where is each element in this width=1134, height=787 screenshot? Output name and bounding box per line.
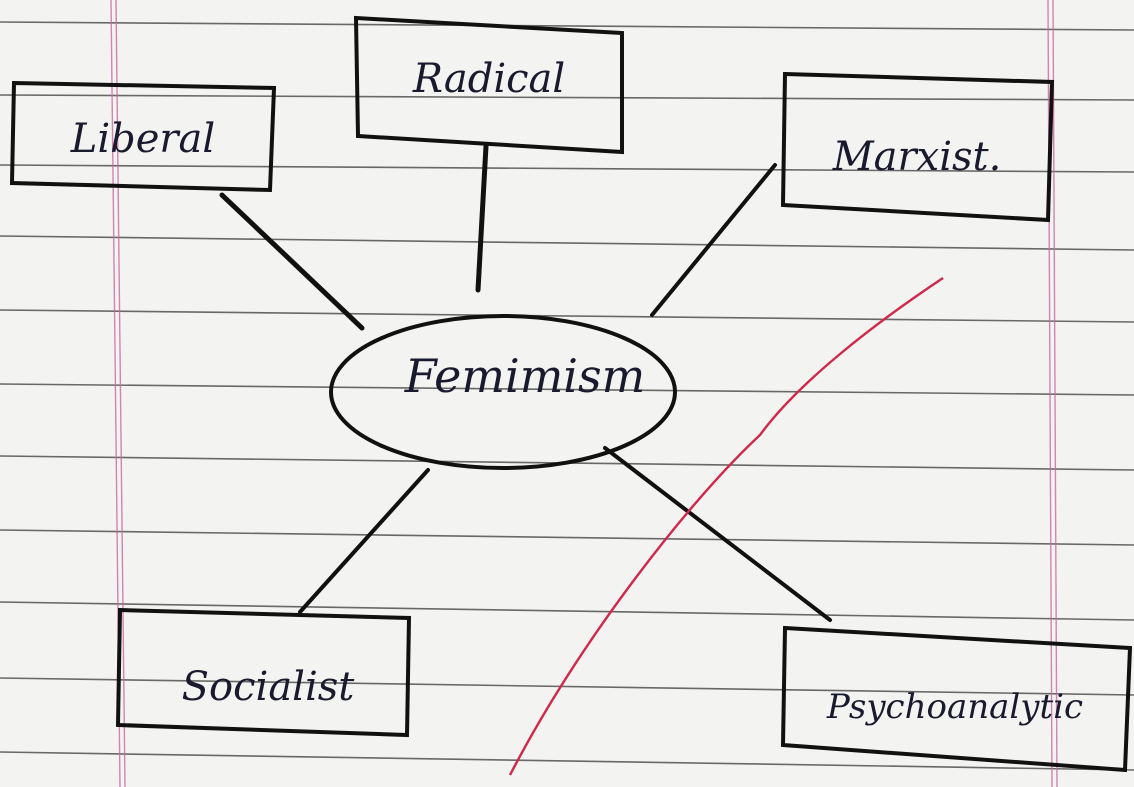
center-node: [329, 314, 677, 470]
branch-box-liberal: [9, 80, 277, 193]
branch-label-socialist: Socialist: [182, 664, 356, 710]
branch-box-psychoanalytic: [780, 625, 1133, 773]
branch-label-liberal: Liberal: [70, 116, 215, 162]
red-check-mark: [508, 277, 944, 776]
branch-label-psychoanalytic: Psychoanalytic: [826, 687, 1083, 727]
branch-nodes: [9, 15, 1133, 773]
branch-label-radical: Radical: [412, 56, 565, 102]
center-label: Femimism: [404, 349, 646, 403]
branch-box-marxist: [780, 71, 1055, 223]
ruled-lines: [0, 21, 1134, 771]
branch-box-socialist: [115, 607, 412, 738]
connector-psychoanalytic: [603, 446, 832, 622]
branch-label-marxist: Marxist.: [832, 134, 1002, 180]
connector-radical: [475, 143, 489, 293]
branch-box-radical: [353, 15, 624, 155]
connector-lines: [219, 143, 832, 622]
connector-liberal: [219, 192, 365, 331]
diagram-labels: Femimism Liberal Radical Marxist. Social…: [70, 56, 1083, 727]
connector-socialist: [298, 468, 430, 614]
connector-marxist: [650, 163, 777, 317]
